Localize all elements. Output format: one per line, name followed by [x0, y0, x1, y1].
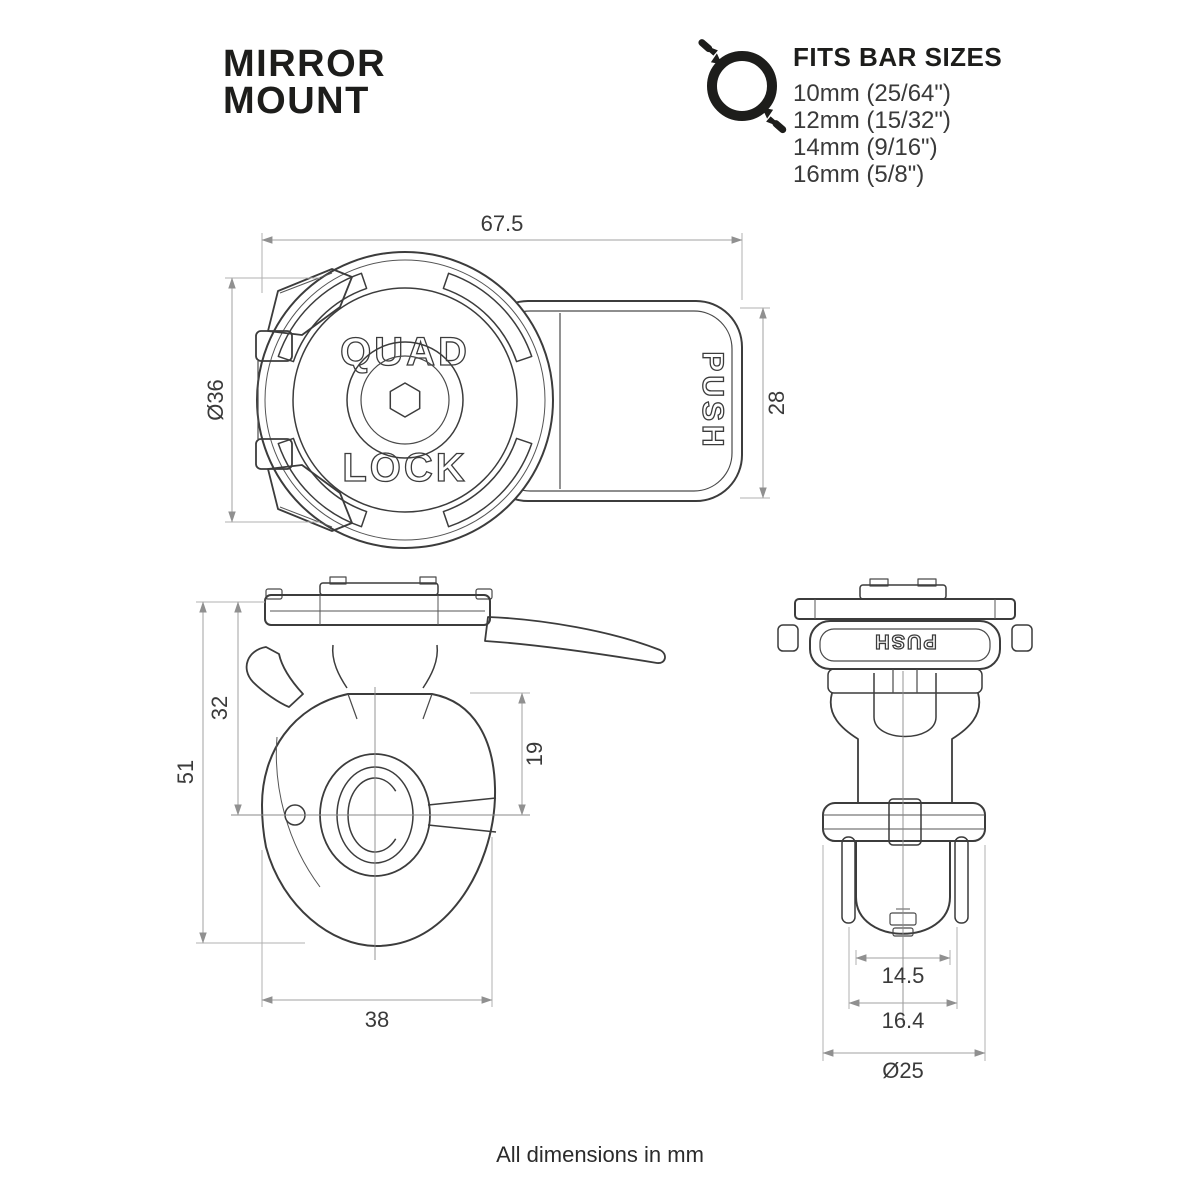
bar-diameter-icon [698, 39, 787, 134]
base-plate [827, 668, 983, 694]
dim-lever-width: 28 [764, 391, 789, 415]
head-rim-circle [264, 259, 546, 541]
cap-post-right [419, 576, 437, 585]
cap-bump-left [869, 578, 889, 587]
lower-jaw-seam [279, 506, 333, 528]
side-view-dimensions: 51 32 19 38 [173, 601, 547, 1032]
arrow-bottom-right [762, 107, 785, 129]
brand-lock-label: LOCK [342, 446, 467, 490]
release-lever-arm [484, 616, 666, 664]
hex-bolt [389, 382, 421, 418]
head-cap [319, 582, 439, 596]
top-plate [794, 598, 1016, 620]
side-view-body [231, 576, 666, 960]
dim-boss-width: 14.5 [882, 963, 925, 988]
front-view-body: PUSH [777, 578, 1033, 1023]
arrow-top-left [699, 43, 722, 65]
cap-post-left [329, 576, 347, 585]
slot-nw [277, 272, 368, 363]
top-view-clamp-jaws [255, 268, 353, 532]
clamp-collar [822, 802, 986, 842]
clamp-slit-top [427, 797, 497, 806]
head-cap [859, 584, 947, 600]
neck-right [422, 644, 439, 689]
center-boss-inner [360, 355, 450, 445]
collar-tab [888, 798, 922, 846]
clamp-arrows [698, 39, 787, 134]
top-view-head: QUAD LOCK [256, 251, 554, 549]
bar-size-14mm: 14mm (9/16") [793, 134, 938, 161]
top-view-drawing: PUSH QUAD LOCK [203, 215, 789, 549]
dim-overall-height: 51 [173, 760, 198, 784]
page-title: MIRROR MOUNT [223, 43, 387, 122]
clamp-slit-bottom [427, 824, 497, 833]
dim-body-width: 38 [365, 1007, 389, 1032]
push-label: PUSH [696, 351, 729, 450]
top-view-lever: PUSH [481, 300, 743, 502]
slot-se [442, 437, 533, 528]
dim-overall-length: 67.5 [481, 215, 524, 236]
front-hook [245, 646, 304, 708]
bar-size-12mm: 12mm (15/32") [793, 107, 951, 134]
front-view-drawing: PUSH 14.5 16.4 [777, 578, 1033, 1083]
upper-jaw-seam [279, 272, 333, 294]
top-plate [264, 594, 491, 626]
fits-bar-sizes-heading: FITS BAR SIZES [793, 42, 1003, 72]
lever-housing-inner [819, 628, 991, 662]
dim-head-diameter: Ø36 [203, 379, 228, 421]
dim-clamp-diameter: Ø25 [882, 1058, 924, 1083]
front-view-dimensions: 14.5 16.4 Ø25 [822, 845, 986, 1083]
arrow-top-left-shaft [698, 39, 713, 53]
ear-left [777, 624, 799, 652]
cap-bump-right [917, 578, 937, 587]
center-boss-outer [346, 341, 464, 459]
lower-bracket [255, 438, 293, 470]
slot-sw [277, 437, 368, 528]
dim-top-to-axis: 32 [207, 696, 232, 720]
page-title-line1: MIRROR [223, 43, 387, 85]
dim-lower-width: 16.4 [882, 1008, 925, 1033]
ball-socket [873, 673, 937, 738]
ear-right [1011, 624, 1033, 652]
neck-left [331, 644, 348, 689]
bar-circle [707, 51, 777, 121]
head-slots [277, 272, 533, 528]
clamp-body [261, 693, 497, 947]
bar-size-16mm: 16mm (5/8") [793, 161, 925, 188]
upper-bracket [255, 330, 293, 362]
shoulder-notch-left [347, 693, 358, 720]
body-seam [275, 736, 321, 888]
bar-size-10mm: 10mm (25/64") [793, 80, 951, 107]
slot-ne [442, 272, 533, 363]
upper-jaw [267, 268, 353, 336]
wing-left [841, 836, 856, 924]
head-face-circle [292, 287, 518, 513]
dim-body-top-to-axis: 19 [522, 742, 547, 766]
shoulder-notch-right [422, 693, 433, 720]
head-outer-circle [256, 251, 554, 549]
arrow-bottom-right-shaft [772, 120, 787, 134]
fits-bar-sizes-block: FITS BAR SIZES 10mm (25/64") 12mm (15/32… [793, 42, 1002, 188]
brand-quad-label: QUAD [340, 330, 470, 374]
side-view-drawing: 51 32 19 38 [173, 576, 666, 1032]
push-label-mirrored: PUSH [873, 630, 937, 652]
dimensions-note: All dimensions in mm [496, 1142, 704, 1167]
wing-right [954, 836, 969, 924]
neck-left [829, 692, 859, 803]
page-title-line2: MOUNT [223, 80, 370, 122]
top-view-dimensions: 67.5 Ø36 28 [203, 215, 789, 523]
lower-jaw [267, 464, 353, 532]
neck-right [951, 692, 981, 803]
